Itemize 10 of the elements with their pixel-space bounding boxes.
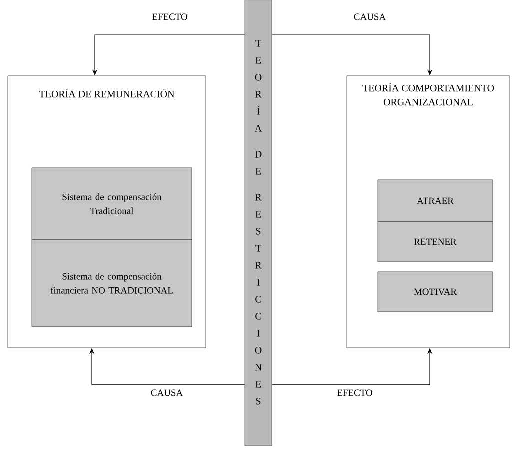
edge-label: EFECTO bbox=[336, 388, 374, 398]
item-box: Sistema de compensación financiera NO TRADICIONAL bbox=[32, 240, 192, 328]
item-box: MOTIVAR bbox=[378, 272, 494, 312]
item-box: RETENER bbox=[378, 222, 494, 262]
edge-label: CAUSA bbox=[150, 388, 184, 398]
vertical-band: TEORÍA DE RESTRICCIONES bbox=[244, 0, 272, 446]
item-box: Sistema de compensación Tradicional bbox=[32, 168, 192, 240]
item-box: ATRAER bbox=[378, 180, 494, 222]
edge-label: EFECTO bbox=[151, 12, 189, 22]
edge-label: CAUSA bbox=[352, 12, 388, 22]
